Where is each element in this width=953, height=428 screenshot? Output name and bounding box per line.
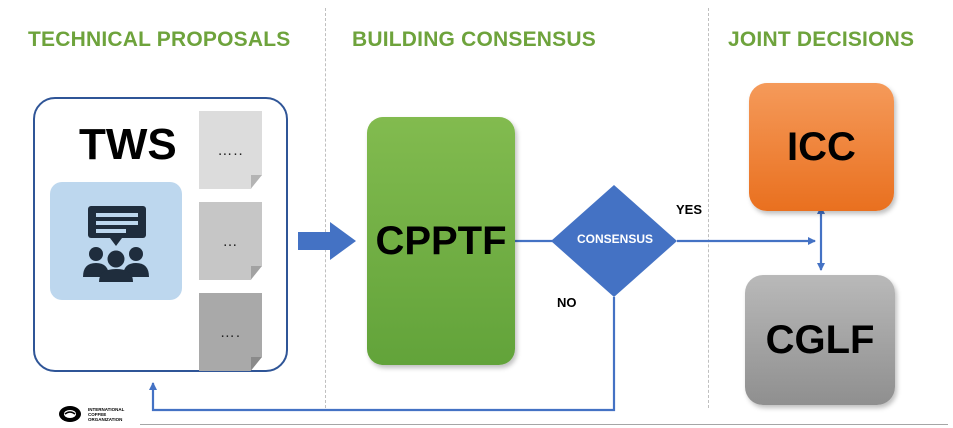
document-placeholder: … [222, 232, 239, 250]
cpptf-label: CPPTF [375, 218, 507, 263]
icc-box: ICC [749, 83, 894, 211]
working-group-card [50, 182, 182, 300]
document-card: … [199, 202, 262, 280]
people-with-speech-bubble-icon [83, 206, 149, 282]
org-name-line: ORGANIZATION [88, 417, 123, 422]
heading-technical-proposals: TECHNICAL PROPOSALS [28, 28, 291, 51]
section-divider-right [708, 8, 709, 408]
org-name-line: COFFEE [88, 412, 107, 417]
cpptf-box: CPPTF [367, 117, 515, 365]
document-card: ….. [199, 111, 262, 189]
cglf-box: CGLF [745, 275, 895, 405]
consensus-label: CONSENSUS [576, 232, 653, 246]
heading-building-consensus: BUILDING CONSENSUS [352, 28, 596, 51]
yes-label: YES [676, 202, 703, 217]
section-divider-left [325, 8, 326, 408]
tws-title: TWS [79, 120, 177, 169]
ico-logo-icon [59, 406, 81, 422]
no-label: NO [557, 295, 577, 310]
document-placeholder: …. [219, 323, 242, 341]
block-arrow-right [298, 222, 356, 260]
heading-joint-decisions: JOINT DECISIONS [728, 28, 915, 51]
consensus-diamond [551, 185, 677, 297]
organization-name: INTERNATIONAL COFFEE ORGANIZATION [88, 407, 148, 422]
footer-rule [140, 424, 948, 425]
connector-no [149, 297, 616, 412]
icc-label: ICC [787, 124, 856, 169]
org-name-line: INTERNATIONAL [88, 407, 125, 412]
cglf-label: CGLF [765, 317, 875, 362]
document-placeholder: ….. [217, 141, 244, 159]
